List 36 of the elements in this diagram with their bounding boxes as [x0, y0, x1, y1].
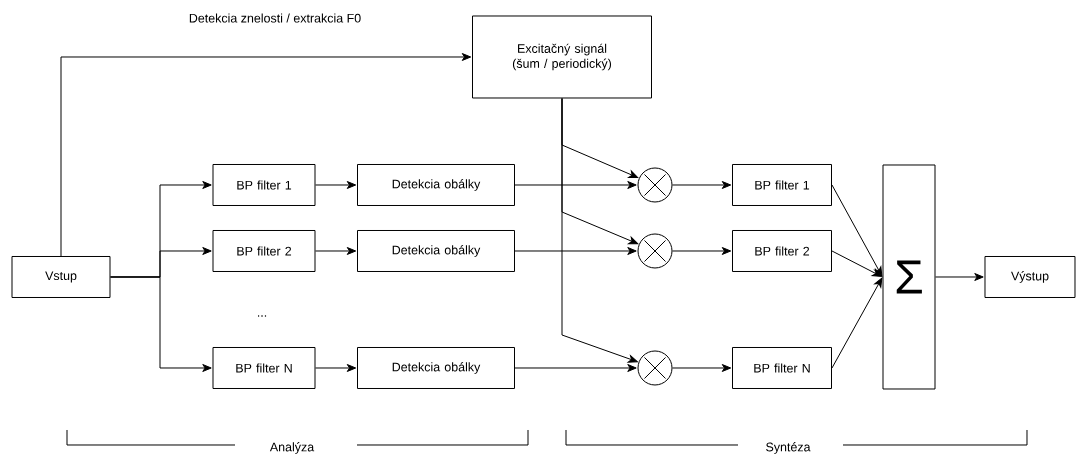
arrow — [672, 181, 732, 189]
process-box: BP filter 2 — [732, 230, 832, 272]
multiplier-circle — [637, 350, 673, 386]
multiplier-circle — [637, 167, 673, 203]
arrow — [514, 364, 637, 372]
arrow — [514, 181, 637, 189]
arrow — [672, 247, 732, 255]
arrow — [935, 273, 984, 281]
edge-label: Detekcia znelosti / extrakcia F0 — [187, 12, 363, 24]
multiplier-circle — [637, 233, 673, 269]
process-box: Výstup — [984, 256, 1076, 298]
process-box: BP filter 2 — [212, 230, 316, 272]
process-box: Detekcia obálky — [357, 347, 515, 389]
process-box: Excitačný signál (šum / periodický) — [472, 15, 652, 99]
process-box: BP filter 1 — [732, 164, 832, 206]
section-label: Analýza — [269, 442, 315, 454]
arrow — [831, 184, 883, 277]
arrow — [672, 364, 732, 372]
process-box: Detekcia obálky — [357, 164, 515, 206]
arrow — [315, 181, 357, 189]
process-box: Vstup — [11, 256, 111, 298]
ellipsis: ... — [257, 315, 267, 317]
process-box: Detekcia obálky — [357, 230, 515, 272]
section-label: Syntéza — [766, 442, 811, 454]
process-box: BP filter N — [212, 347, 316, 389]
arrow — [514, 247, 637, 255]
process-box: BP filter 1 — [212, 164, 316, 206]
arrow — [110, 276, 212, 372]
arrow — [315, 247, 357, 255]
process-box: BP filter N — [732, 347, 832, 389]
arrow — [60, 53, 472, 257]
sum-box: Σ — [882, 164, 936, 390]
arrow — [831, 277, 883, 369]
arrow — [831, 250, 882, 277]
arrow — [315, 364, 357, 372]
arrow — [561, 98, 638, 363]
